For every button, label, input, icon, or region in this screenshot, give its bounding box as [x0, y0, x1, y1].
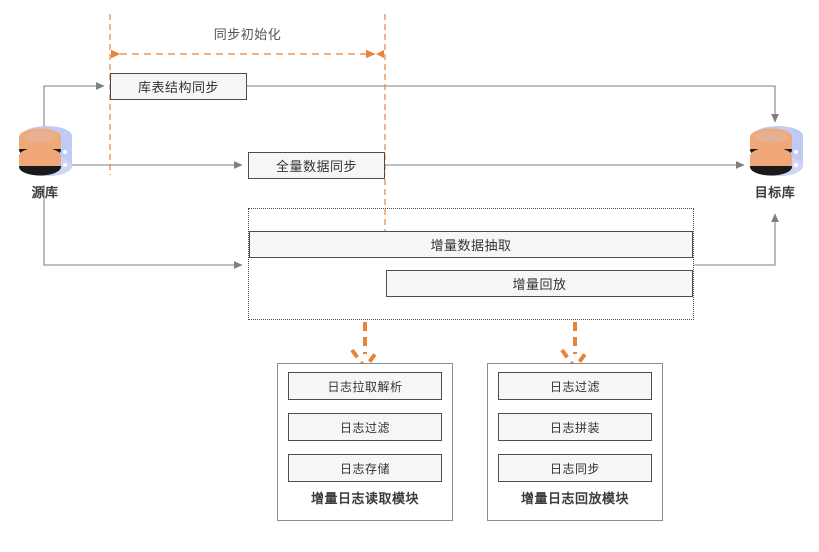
edge-source-to-incremental [43, 185, 243, 269]
edge-source-to-schema-sync [43, 82, 105, 145]
stage-full-data-sync[interactable]: 全量数据同步 [248, 152, 385, 179]
log-replay-item-filter[interactable]: 日志过滤 [498, 372, 652, 400]
log-read-item-parse[interactable]: 日志拉取解析 [288, 372, 442, 400]
stage-incremental-extract[interactable]: 增量数据抽取 [249, 231, 693, 258]
log-read-item-store[interactable]: 日志存储 [288, 454, 442, 482]
phase-label-sync-init: 同步初始化 [213, 27, 282, 42]
log-replay-item-assemble[interactable]: 日志拼装 [498, 413, 652, 441]
edge-incremental-to-target [694, 213, 779, 266]
edge-extract-to-log-read-module [350, 322, 380, 372]
source-database-icon [13, 122, 75, 180]
log-read-item-filter[interactable]: 日志过滤 [288, 413, 442, 441]
log-replay-module-title: 增量日志回放模块 [520, 491, 629, 506]
target-database-label: 目标库 [754, 185, 796, 200]
edge-schema-sync-to-target [247, 85, 779, 123]
log-replay-item-sync[interactable]: 日志同步 [498, 454, 652, 482]
log-read-module-title: 增量日志读取模块 [310, 491, 419, 506]
source-database-label: 源库 [31, 185, 59, 200]
stage-schema-sync[interactable]: 库表结构同步 [110, 73, 247, 100]
target-database-icon [744, 122, 806, 180]
edge-replay-to-log-replay-module [560, 322, 590, 372]
incremental-zone [248, 208, 694, 320]
stage-incremental-replay[interactable]: 增量回放 [386, 270, 693, 297]
